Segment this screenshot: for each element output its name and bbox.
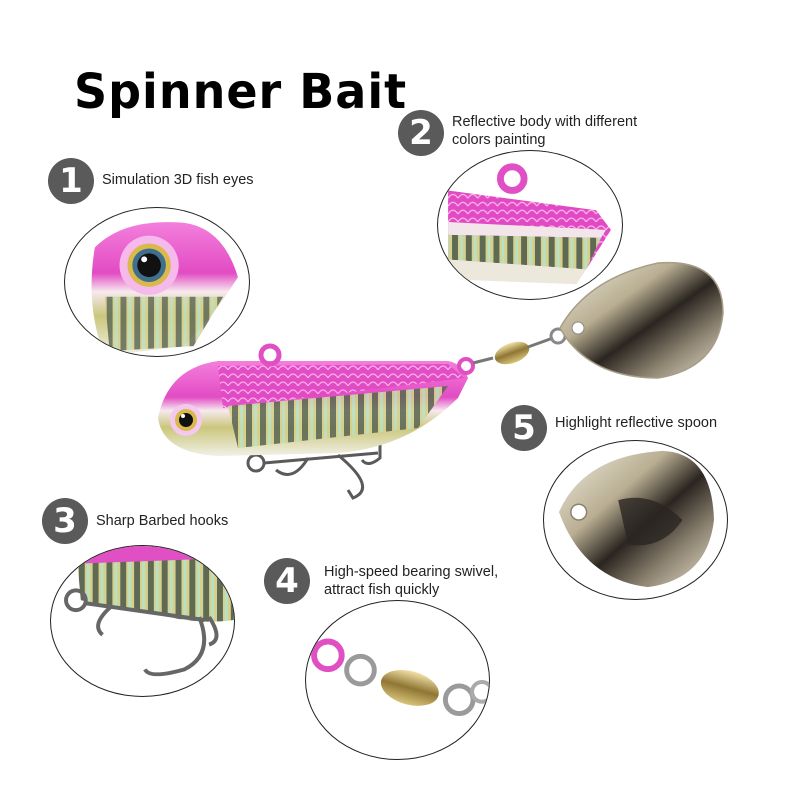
feature-label: High-speed bearing swivel, attract fish … [324,563,498,599]
spoon-blade-closeup [543,440,728,600]
feature-label: Simulation 3D fish eyes [102,171,254,189]
feature-2: 2 Reflective body with different colors … [398,110,637,156]
feature-number-badge: 1 [48,158,94,204]
painted-body-closeup-icon [448,163,611,285]
feature-5: 5 Highlight reflective spoon [501,405,717,451]
bearing-swivel-closeup [305,600,490,760]
painted-body-closeup [437,150,623,300]
feature-label: Highlight reflective spoon [555,414,717,432]
feature-text-line-1: High-speed bearing swivel, [324,564,499,580]
page-title: Spinner Bait [74,62,408,120]
feature-number-badge: 5 [501,405,547,451]
feature-number-badge: 2 [398,110,444,156]
feature-4: 4 High-speed bearing swivel, attract fis… [264,558,498,604]
feature-1: 1 Simulation 3D fish eyes [48,158,254,204]
feature-text-line-2: colors painting [452,132,546,148]
feature-number-badge: 4 [264,558,310,604]
feature-label: Reflective body with different colors pa… [452,113,637,149]
fish-eye-closeup [64,207,250,357]
spoon-blade-closeup-icon [558,450,715,588]
feature-text: Highlight reflective spoon [555,415,718,431]
feature-text: Sharp Barbed hooks [96,513,229,529]
spinner-bait-product [148,258,738,508]
bearing-swivel-closeup-icon [311,638,489,717]
fish-eye-closeup-icon [91,222,238,356]
feature-label: Sharp Barbed hooks [96,512,228,530]
feature-text-line-2: attract fish quickly [324,582,440,598]
feature-number-badge: 3 [42,498,88,544]
spinner-bait-lure-icon [158,261,724,500]
treble-hook-closeup-icon [64,546,234,677]
feature-text: Simulation 3D fish eyes [102,172,254,188]
feature-text-line-1: Reflective body with different [452,114,638,130]
feature-3: 3 Sharp Barbed hooks [42,498,228,544]
treble-hook-closeup [50,545,235,697]
